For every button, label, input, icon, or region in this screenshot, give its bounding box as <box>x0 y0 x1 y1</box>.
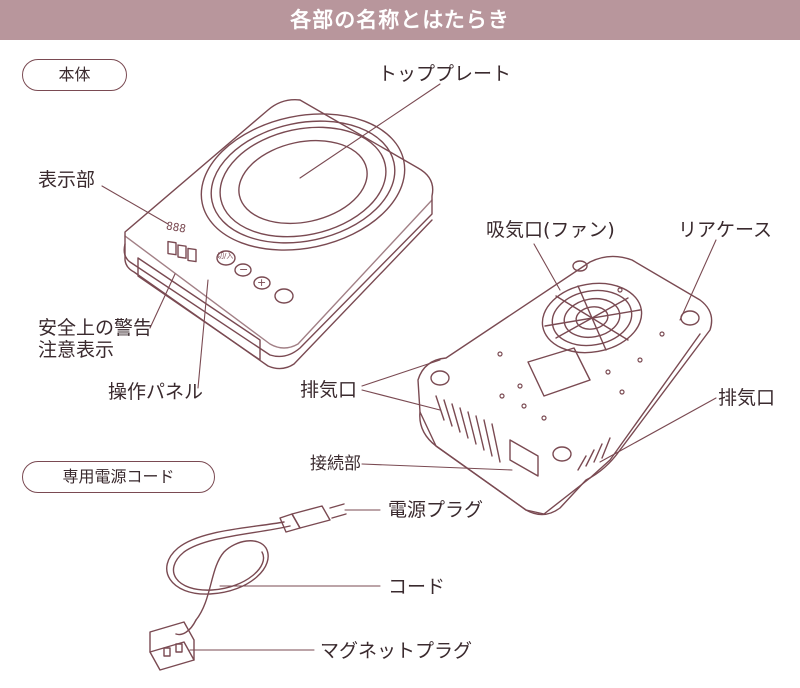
label-operation-panel: 操作パネル <box>108 381 204 403</box>
label-rear-case: リアケース <box>678 219 773 241</box>
exhaust-vent-left <box>435 395 501 463</box>
power-plug <box>279 503 347 533</box>
intake-fan <box>541 282 643 354</box>
section-label-power-cord: 専用電源コード <box>22 461 215 493</box>
label-exhaust-left: 排気口 <box>300 379 358 401</box>
label-top-plate: トッププレート <box>378 63 512 85</box>
minus-button[interactable] <box>234 263 252 277</box>
rating-label-plate <box>527 347 591 397</box>
cord-coil <box>166 521 291 636</box>
screws <box>497 287 665 421</box>
label-exhaust-right: 排気口 <box>718 387 776 409</box>
feet <box>430 260 700 462</box>
magnet-plug <box>149 621 195 671</box>
label-cord: コード <box>388 576 446 598</box>
plus-button-symbol: + <box>257 276 267 289</box>
connector-port <box>509 439 539 477</box>
safety-warning-label-area <box>137 257 261 361</box>
plus-button[interactable] <box>253 276 271 290</box>
page-title: 各部の名称とはたらき <box>290 8 510 32</box>
header-bar: 各部の名称とはたらき <box>0 0 800 40</box>
label-power-plug: 電源プラグ <box>388 499 484 521</box>
exhaust-vent-right <box>577 437 611 471</box>
minus-button-symbol: − <box>239 263 249 276</box>
label-connector: 接続部 <box>310 454 361 474</box>
power-button-label: 切/入 <box>217 252 234 260</box>
display-digits: 888 <box>165 219 187 236</box>
label-safety-warning-1: 安全上の警告 <box>38 317 153 339</box>
label-safety-warning-2: 注意表示 <box>38 339 115 361</box>
top-plate <box>200 113 406 251</box>
display-panel <box>167 240 197 263</box>
label-magnet-plug: マグネットプラグ <box>320 640 473 662</box>
power-button[interactable] <box>216 250 236 266</box>
label-intake-fan: 吸気口(ファン) <box>486 219 615 241</box>
section-label-body: 本体 <box>22 59 127 91</box>
timer-button[interactable] <box>274 288 294 304</box>
leader-lines <box>101 83 717 651</box>
rear-unit <box>417 255 713 516</box>
label-display: 表示部 <box>38 169 96 191</box>
control-buttons <box>216 250 294 304</box>
